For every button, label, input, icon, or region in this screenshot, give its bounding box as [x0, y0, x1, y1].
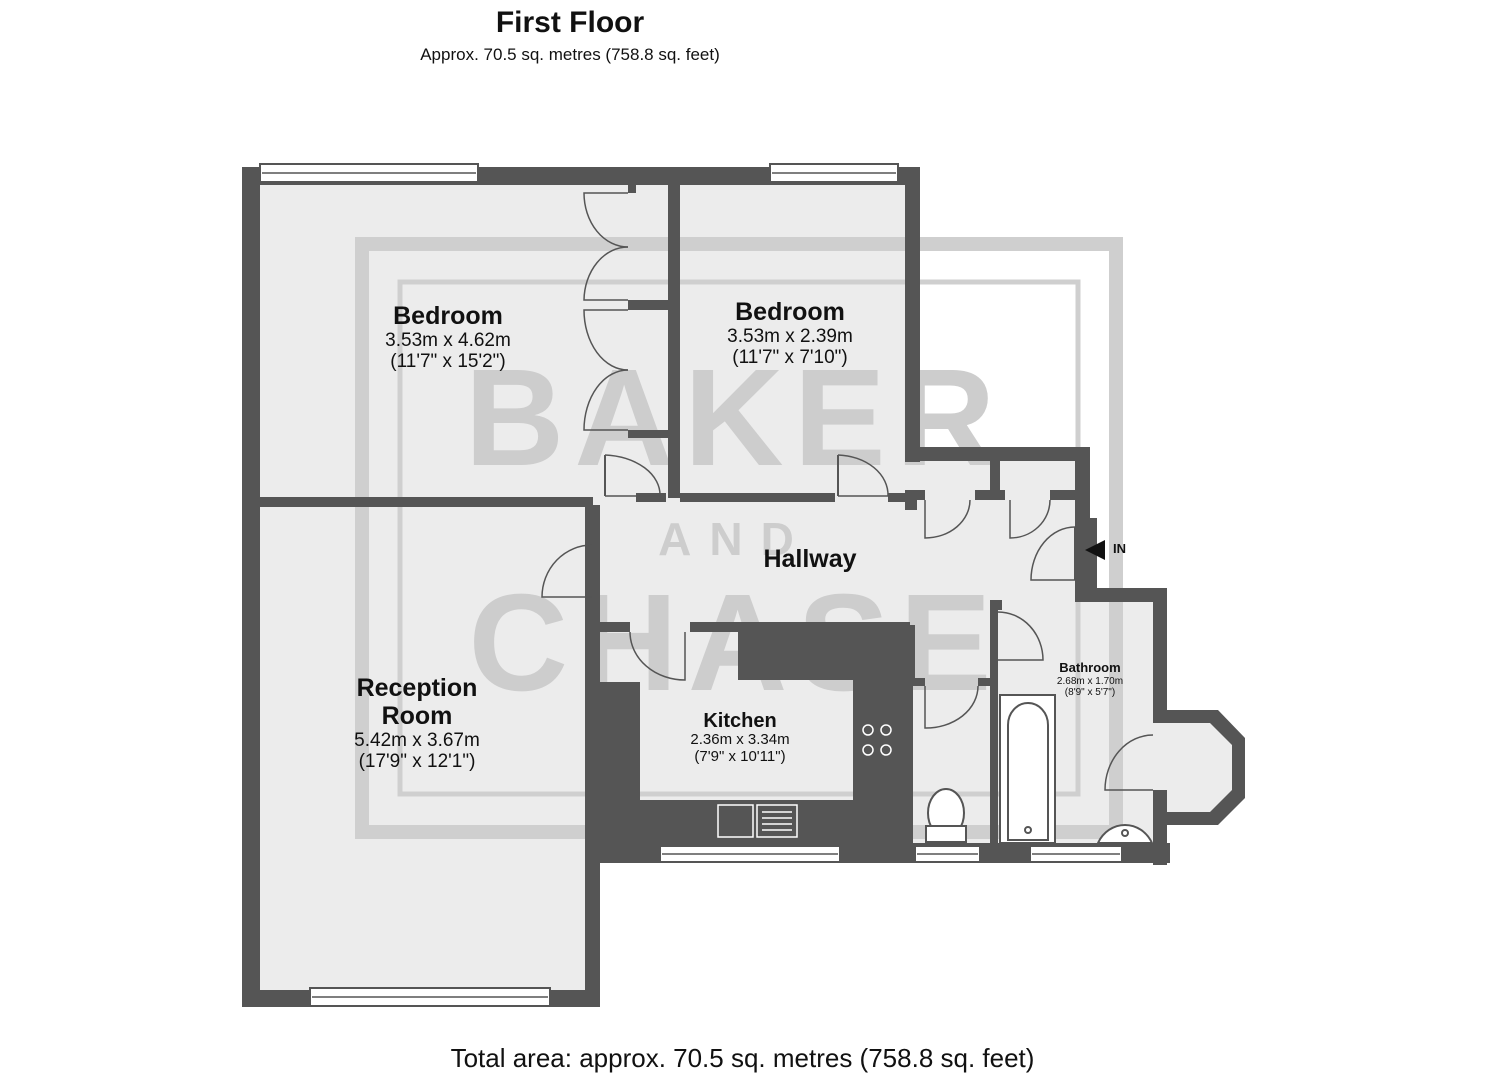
- bath-icon: [999, 694, 1056, 844]
- watermark-chase: CHASE: [468, 566, 1001, 720]
- entrance-label: IN: [1113, 541, 1126, 556]
- room-bathroom: Bathroom 2.68m x 1.70m (8'9" x 5'7"): [1040, 660, 1140, 698]
- room-name: Bedroom: [735, 298, 845, 326]
- room-name: Kitchen: [703, 710, 777, 732]
- entrance-arrow-icon: [1085, 540, 1105, 560]
- room-imperial: (8'9" x 5'7"): [1064, 686, 1116, 698]
- room-bedroom-2: Bedroom 3.53m x 2.39m (11'7" x 7'10"): [690, 298, 890, 369]
- door-swings: [541, 192, 1154, 791]
- room-name: Hallway: [763, 545, 857, 573]
- toilet-icon: [925, 788, 967, 843]
- room-imperial: (11'7" x 15'2"): [390, 351, 506, 373]
- room-name: Bedroom: [393, 302, 503, 330]
- room-kitchen: Kitchen 2.36m x 3.34m (7'9" x 10'11"): [660, 710, 820, 766]
- hob-icon: [862, 724, 892, 756]
- room-imperial: (17'9" x 12'1"): [358, 751, 476, 773]
- room-metric: 3.53m x 2.39m: [727, 326, 853, 347]
- watermark-and: AND: [658, 513, 812, 565]
- door-leaves: [604, 455, 1076, 580]
- room-reception: Reception Room 5.42m x 3.67m (17'9" x 12…: [317, 674, 517, 773]
- room-metric: 2.68m x 1.70m: [1056, 675, 1124, 687]
- room-imperial: (11'7" x 7'10"): [732, 347, 848, 369]
- room-metric: 2.36m x 3.34m: [690, 731, 790, 749]
- kitchen-sink-icon: [717, 804, 798, 838]
- room-hallway: Hallway: [730, 545, 890, 573]
- room-imperial: (7'9" x 10'11"): [694, 748, 786, 766]
- room-name-line2: Room: [381, 702, 453, 730]
- room-name-line1: Reception: [356, 674, 478, 702]
- floor-title: First Floor: [495, 6, 645, 39]
- room-metric: 5.42m x 3.67m: [354, 730, 480, 751]
- window-glazing-lines: [262, 172, 1120, 998]
- total-area: Total area: approx. 70.5 sq. metres (758…: [450, 1043, 1035, 1073]
- basin-icon: [1096, 823, 1154, 844]
- room-metric: 3.53m x 4.62m: [385, 330, 511, 351]
- room-bedroom-1: Bedroom 3.53m x 4.62m (11'7" x 15'2"): [348, 302, 548, 373]
- floor-area: Approx. 70.5 sq. metres (758.8 sq. feet): [420, 45, 720, 64]
- room-name: Bathroom: [1059, 660, 1121, 675]
